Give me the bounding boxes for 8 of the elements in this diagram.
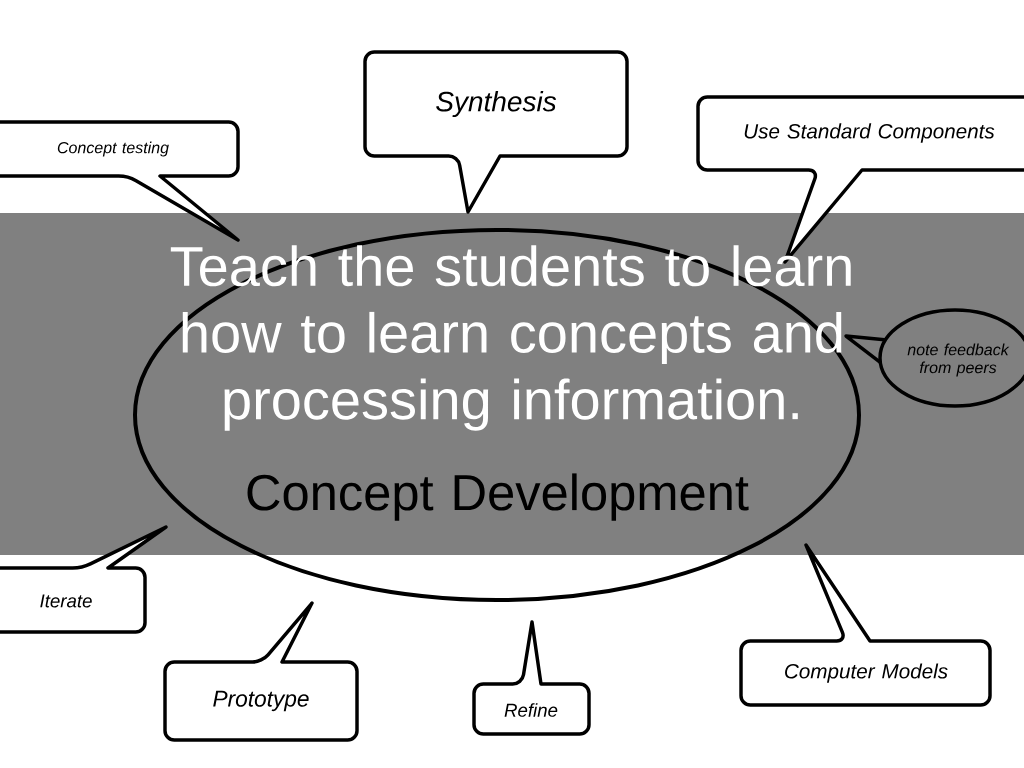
speech-bubble: Computer Models <box>739 543 992 707</box>
speech-bubble: Concept testing <box>0 120 240 242</box>
speech-bubble: note feedback from peers <box>844 308 1024 408</box>
node-label: note feedback from peers <box>907 343 1010 377</box>
speech-bubble: Iterate <box>0 525 168 634</box>
speech-bubble: Refine <box>472 620 591 736</box>
speech-bubble: Synthesis <box>363 50 629 214</box>
speech-bubble: Prototype <box>163 601 359 742</box>
